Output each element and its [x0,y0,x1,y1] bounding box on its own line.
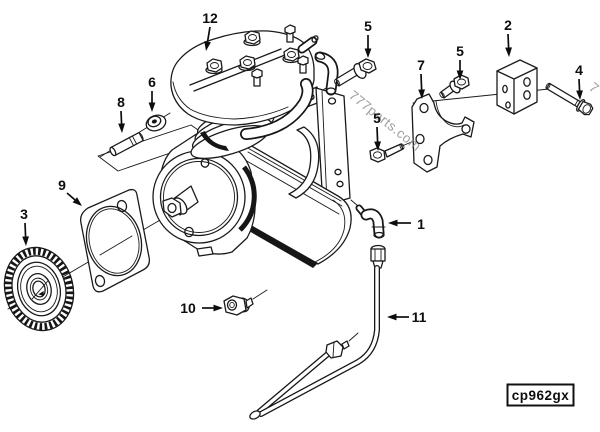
callout-arrowhead [374,141,382,151]
part-hex-bolt-b [439,74,470,99]
part-long-bolt [545,82,594,116]
callout-arrowhead [213,304,223,312]
part-plug-nut [223,289,268,316]
callout-arrowhead [22,236,29,246]
part-support-bracket [411,93,475,173]
callout-number: 4 [575,62,583,78]
callout-number: 6 [148,74,156,90]
part-cylinder-head [170,24,315,126]
callout-11: 11 [387,309,427,325]
callout-1: 1 [388,216,425,232]
callout-leader-line [376,126,379,142]
part-hose-assembly [249,244,386,420]
callout-arrowhead [364,48,372,58]
callout-arrowhead [456,70,464,80]
callout-6: 6 [148,74,156,112]
callout-leader-line [507,33,510,48]
callout-number: 5 [456,43,464,59]
callout-number: 2 [504,17,512,33]
callout-arrowhead [576,90,583,100]
callout-number: 7 [417,57,425,73]
callout-number: 1 [417,216,425,232]
callout-number: 8 [117,94,125,110]
callout-10: 10 [180,300,223,316]
callout-4: 4 [575,62,583,100]
callout-3: 3 [20,206,29,246]
callout-arrowhead [204,41,211,51]
callout-leader-line [24,222,27,237]
part-compressor-body [152,86,352,268]
callout-5c: 5 [373,110,381,151]
part-spacer-block [496,59,538,115]
head-studs [251,24,309,87]
callout-number: 5 [364,18,372,34]
callout-number: 11 [412,309,427,325]
part-gasket [80,188,151,293]
callout-leader-line [120,110,123,124]
callout-8: 8 [117,94,125,133]
callout-number: 12 [202,10,218,26]
part-elbow-fitting [350,199,386,239]
callout-9: 9 [58,177,82,206]
callout-12: 12 [202,10,218,51]
callout-arrowhead [118,123,125,133]
part-flange-nut [145,114,167,132]
callout-arrowhead [505,47,512,57]
part-dowel-pin [109,131,144,157]
callout-number: 5 [373,110,381,126]
callout-leader-line [66,192,76,201]
callout-arrowhead [72,197,82,206]
callout-arrowhead [387,313,397,321]
part-code-label: cp962gx [512,388,570,403]
part-hex-bolt-c [369,143,405,163]
callout-arrowhead [148,102,156,112]
callout-arrowhead [418,89,426,99]
callout-number: 10 [180,300,196,316]
part-air-pipes [240,35,339,140]
callout-leader-line [206,26,211,42]
callout-leader-line [420,73,423,90]
head-bolts [205,30,300,75]
part-code-box: cp962gx [506,383,575,407]
callout-number: 3 [20,206,28,222]
callout-2: 2 [504,17,512,57]
callout-5b: 5 [456,43,464,80]
part-drive-gear [3,246,75,332]
callout-arrowhead [388,219,398,227]
part-hex-bolt-a [334,58,377,87]
callout-7: 7 [417,57,425,99]
callout-number: 9 [58,177,66,193]
watermark-fragment: 7 [586,79,600,97]
callout-leader-line [578,78,581,91]
callout-5a: 5 [364,18,372,58]
